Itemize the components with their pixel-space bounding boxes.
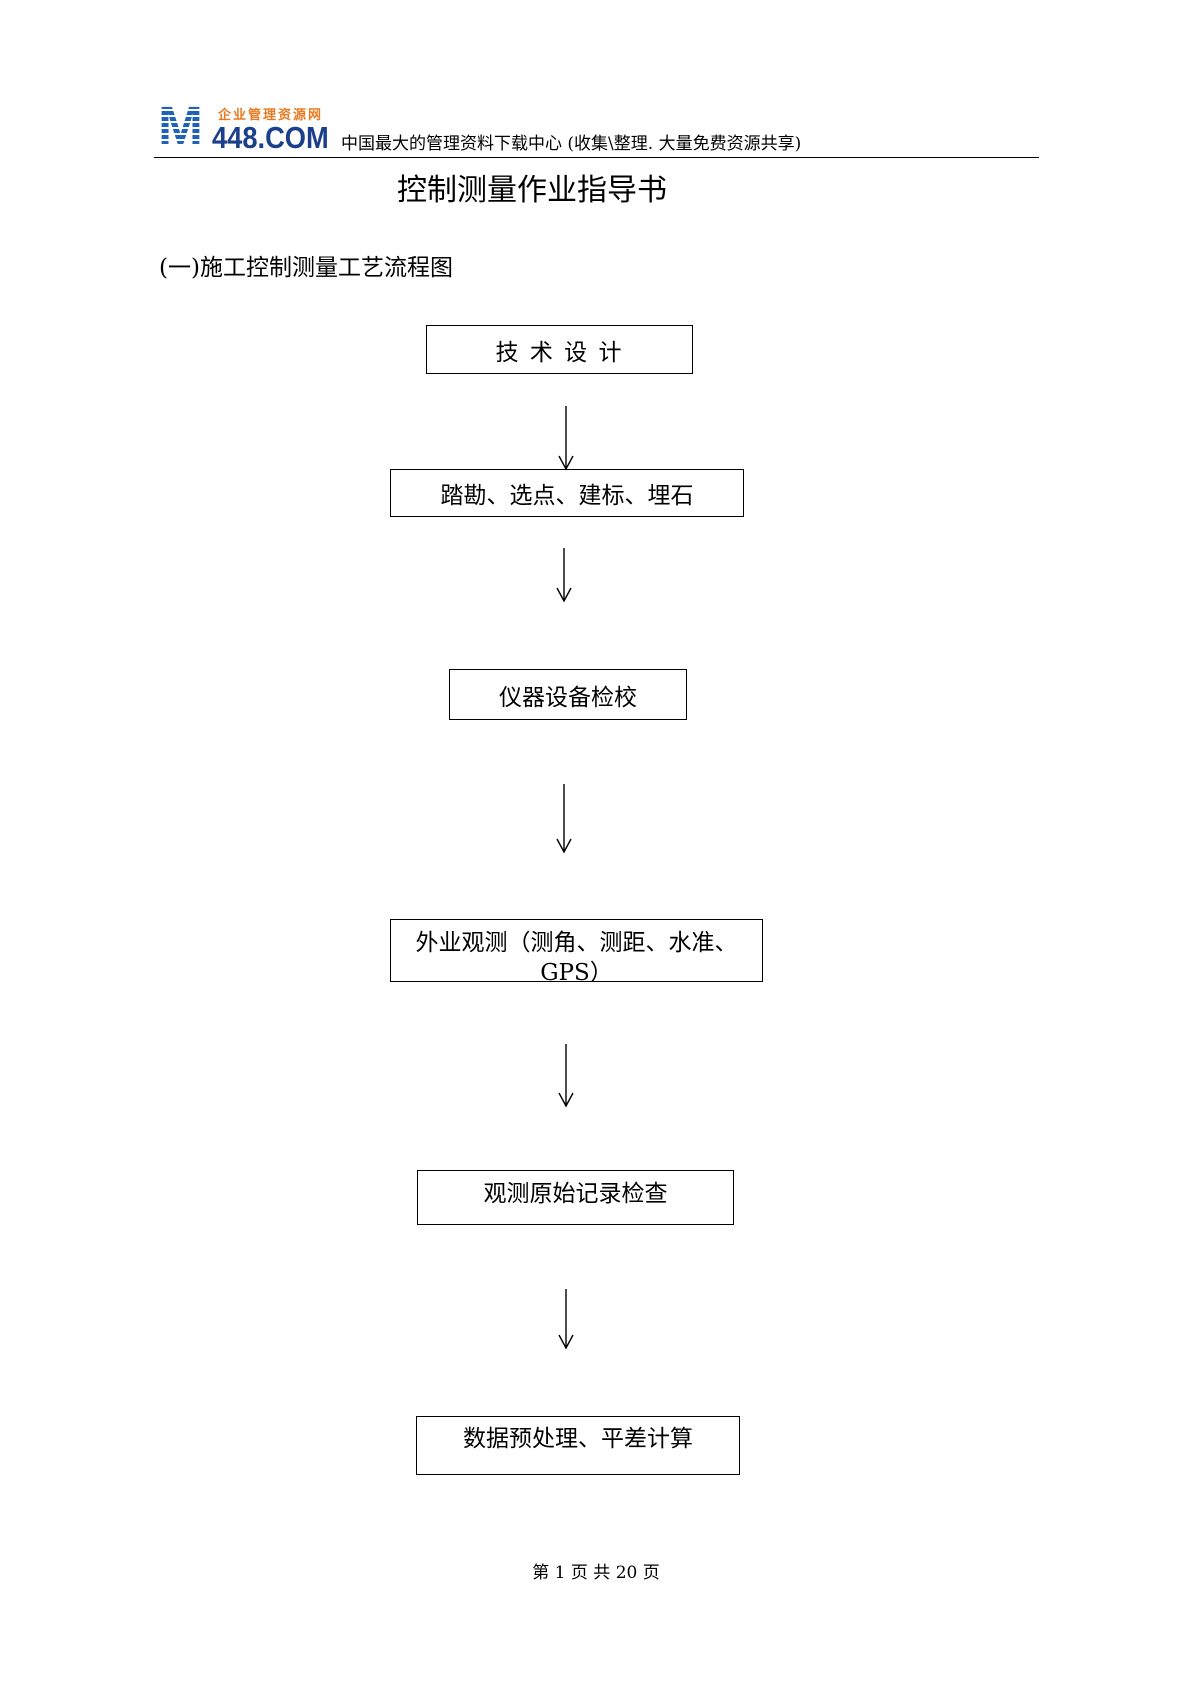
flow-step-adjustment-calculation: 数据预处理、平差计算	[416, 1416, 740, 1475]
flow-arrow-3	[556, 784, 572, 854]
flow-arrow-1	[558, 406, 574, 471]
flow-arrow-4	[558, 1044, 574, 1108]
header-tagline: 中国最大的管理资料下载中心 (收集\整理. 大量免费资源共享)	[341, 134, 802, 154]
page-title: 控制测量作业指导书	[397, 173, 667, 208]
flow-step-label: 外业观测（测角、测距、水准、GPS）	[415, 930, 738, 982]
flow-step-label: 数据预处理、平差计算	[463, 1426, 693, 1452]
section-heading: (一)施工控制测量工艺流程图	[159, 255, 453, 281]
flow-step-label: 踏勘、选点、建标、埋石	[440, 483, 694, 509]
flow-step-label: 技 术 设 计	[495, 339, 624, 366]
page-number: 第 1 页 共 20 页	[532, 1563, 660, 1583]
flow-arrow-5	[558, 1289, 574, 1350]
flow-step-label: 仪器设备检校	[499, 684, 637, 711]
flow-step-technical-design: 技 术 设 计	[426, 325, 693, 374]
logo-letter-m: M	[158, 96, 203, 156]
flow-step-instrument-calibration: 仪器设备检校	[449, 669, 687, 720]
flow-step-site-survey: 踏勘、选点、建标、埋石	[390, 469, 744, 517]
flow-step-field-observation: 外业观测（测角、测距、水准、GPS）	[390, 919, 763, 982]
flow-arrow-2	[556, 548, 572, 603]
logo-site-name: 企业管理资源网	[218, 108, 324, 123]
header-divider	[154, 157, 1039, 158]
logo-domain: 448.COM	[212, 120, 329, 155]
flow-step-label: 观测原始记录检查	[483, 1181, 668, 1207]
flow-step-record-check: 观测原始记录检查	[417, 1170, 734, 1225]
